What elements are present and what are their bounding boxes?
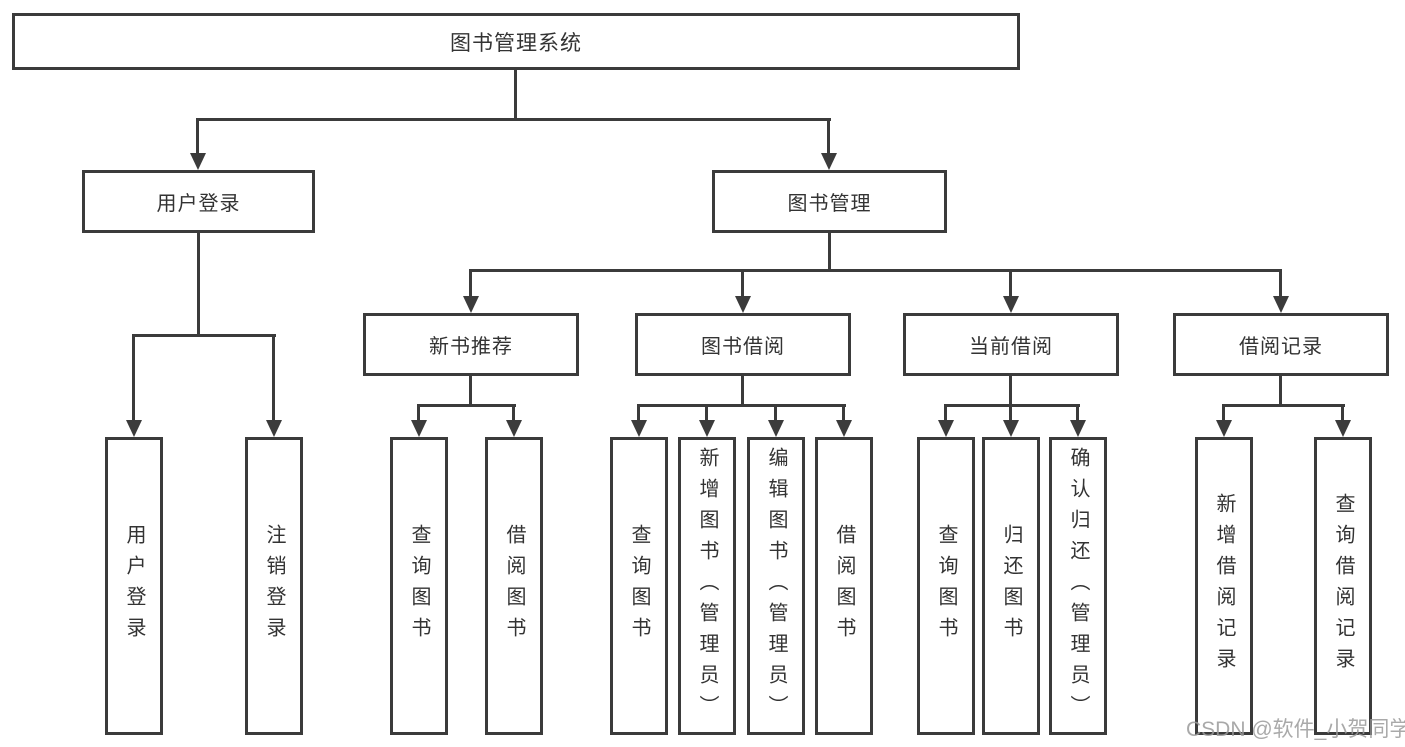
connector-line	[945, 404, 1080, 407]
arrow-down-icon	[1003, 296, 1019, 313]
leaf-edit-books-admin: 编辑图书（管理员）	[747, 437, 805, 735]
connector-line	[1009, 404, 1012, 421]
leaf-borrow-books: 借阅图书	[815, 437, 873, 735]
arrow-down-icon	[190, 153, 206, 170]
arrow-down-icon	[938, 420, 954, 437]
leaf-label: 编辑图书（管理员）	[765, 446, 787, 726]
arrow-down-icon	[768, 420, 784, 437]
connector-line	[469, 269, 472, 297]
node-new-book-recommendation: 新书推荐	[363, 313, 579, 376]
connector-line	[514, 70, 517, 119]
leaf-query-books-borrow: 查询图书	[610, 437, 668, 735]
connector-line	[512, 404, 515, 421]
arrow-down-icon	[836, 420, 852, 437]
node-book-management: 图书管理	[712, 170, 947, 233]
leaf-label: 归还图书	[1000, 524, 1022, 648]
connector-line	[1279, 269, 1282, 297]
node-current-borrowing: 当前借阅	[903, 313, 1119, 376]
leaf-label: 查询借阅记录	[1332, 493, 1354, 679]
connector-line	[638, 404, 846, 407]
connector-line	[469, 376, 472, 407]
connector-line	[741, 269, 744, 297]
node-user-login: 用户登录	[82, 170, 315, 233]
connector-line	[197, 233, 200, 335]
connector-line	[1009, 269, 1012, 297]
connector-line	[705, 404, 708, 421]
leaf-label: 用户登录	[123, 524, 145, 648]
connector-line	[417, 404, 420, 421]
arrow-down-icon	[1335, 420, 1351, 437]
node-label: 借阅记录	[1239, 336, 1323, 358]
connector-line	[741, 376, 744, 407]
connector-line	[1341, 404, 1344, 421]
arrow-down-icon	[821, 153, 837, 170]
leaf-add-books-admin: 新增图书（管理员）	[678, 437, 736, 735]
arrow-down-icon	[1003, 420, 1019, 437]
arrow-down-icon	[266, 420, 282, 437]
arrow-down-icon	[1216, 420, 1232, 437]
connector-line	[1279, 376, 1282, 407]
node-library-management-system: 图书管理系统	[12, 13, 1020, 70]
node-label: 图书管理系统	[450, 31, 582, 55]
connector-line	[418, 404, 516, 407]
arrow-down-icon	[411, 420, 427, 437]
connector-line	[196, 118, 199, 154]
leaf-label: 查询图书	[935, 524, 957, 648]
connector-line	[944, 404, 947, 421]
connector-line	[842, 404, 845, 421]
leaf-borrow-books-recommend: 借阅图书	[485, 437, 543, 735]
connector-line	[133, 334, 276, 337]
connector-line	[828, 233, 831, 270]
arrow-down-icon	[506, 420, 522, 437]
leaf-query-books-current: 查询图书	[917, 437, 975, 735]
arrow-down-icon	[735, 296, 751, 313]
arrow-down-icon	[1273, 296, 1289, 313]
arrow-down-icon	[1070, 420, 1086, 437]
leaf-confirm-return-admin: 确认归还（管理员）	[1049, 437, 1107, 735]
leaf-label: 借阅图书	[503, 524, 525, 648]
node-label: 当前借阅	[969, 336, 1053, 358]
leaf-label: 新增图书（管理员）	[696, 446, 718, 726]
connector-line	[1222, 404, 1225, 421]
connector-line	[272, 334, 275, 420]
node-label: 新书推荐	[429, 336, 513, 358]
leaf-add-borrow-record: 新增借阅记录	[1195, 437, 1253, 735]
arrow-down-icon	[631, 420, 647, 437]
connector-line	[1009, 376, 1012, 407]
csdn-watermark: CSDN @软件_小贺同学	[1186, 718, 1405, 741]
leaf-label: 查询图书	[408, 524, 430, 648]
node-label: 用户登录	[156, 193, 241, 215]
leaf-query-borrow-record: 查询借阅记录	[1314, 437, 1372, 735]
node-borrowing-records: 借阅记录	[1173, 313, 1389, 376]
connector-line	[774, 404, 777, 421]
leaf-label: 查询图书	[628, 524, 650, 648]
leaf-logout: 注销登录	[245, 437, 303, 735]
leaf-return-books: 归还图书	[982, 437, 1040, 735]
connector-line	[637, 404, 640, 421]
leaf-user-login: 用户登录	[105, 437, 163, 735]
connector-line	[1076, 404, 1079, 421]
arrow-down-icon	[463, 296, 479, 313]
node-book-borrowing: 图书借阅	[635, 313, 851, 376]
leaf-label: 确认归还（管理员）	[1067, 446, 1089, 726]
arrow-down-icon	[126, 420, 142, 437]
leaf-query-books-recommend: 查询图书	[390, 437, 448, 735]
arrow-down-icon	[699, 420, 715, 437]
node-label: 图书管理	[787, 193, 872, 215]
leaf-label: 注销登录	[263, 524, 285, 648]
connector-line	[197, 118, 831, 121]
connector-line	[470, 269, 1282, 272]
node-label: 图书借阅	[701, 336, 785, 358]
connector-line	[132, 334, 135, 420]
connector-line	[1223, 404, 1345, 407]
leaf-label: 借阅图书	[833, 524, 855, 648]
leaf-label: 新增借阅记录	[1213, 493, 1235, 679]
connector-line	[827, 118, 830, 154]
